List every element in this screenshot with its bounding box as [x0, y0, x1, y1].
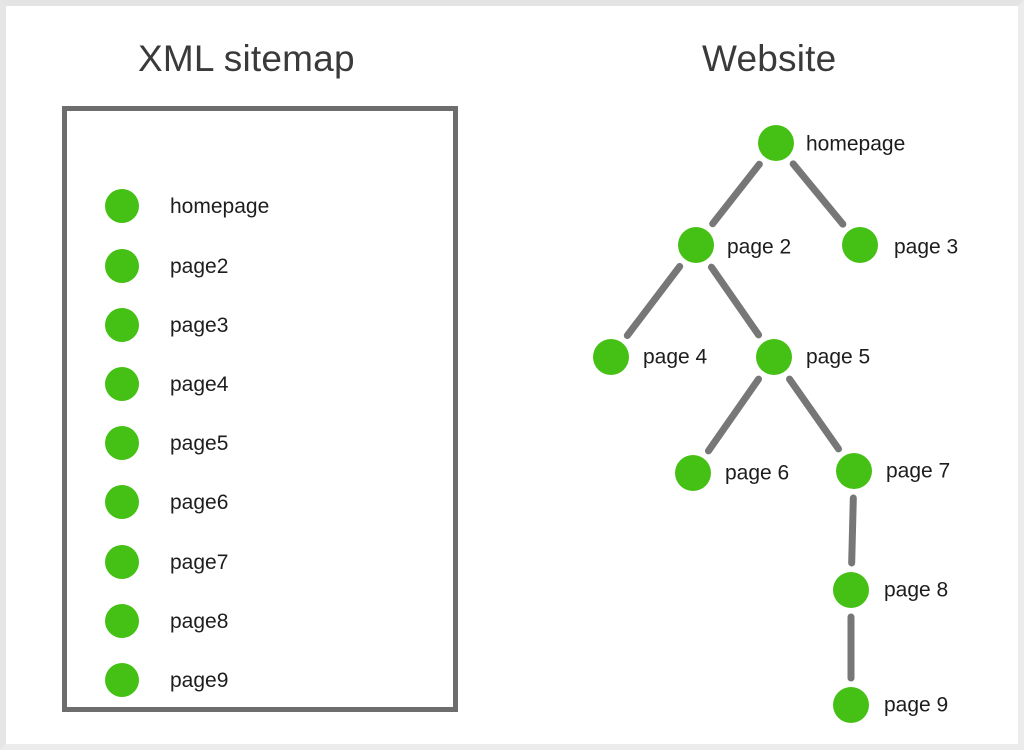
tree-node-label-page8: page 8 [884, 578, 949, 602]
green-dot-icon [105, 545, 139, 579]
green-dot-icon [105, 663, 139, 697]
tree-edge-page2-to-page4 [623, 263, 684, 339]
tree-node-page8[interactable] [833, 572, 869, 608]
sitemap-list-item[interactable]: page3 [105, 308, 228, 342]
sitemap-item-label: homepage [170, 194, 270, 218]
sitemap-list-item[interactable]: page4 [105, 367, 228, 401]
sitemap-list-item[interactable]: page7 [105, 545, 228, 579]
sitemap-item-label: page9 [170, 668, 229, 692]
tree-node-page3[interactable] [842, 227, 878, 263]
xml-sitemap-box: homepage page2 page3 page4 page5 page6 page7 pa… [62, 106, 458, 712]
tree-node-page4[interactable] [593, 339, 629, 375]
sitemap-item-label: page2 [170, 254, 229, 278]
sitemap-list-item[interactable]: page5 [105, 426, 228, 460]
tree-edge-homepage-to-page2 [709, 160, 763, 228]
sitemap-list-item[interactable]: page8 [105, 604, 228, 638]
sitemap-list-item[interactable]: page6 [105, 485, 228, 519]
sitemap-item-label: page3 [170, 313, 229, 337]
tree-node-page2[interactable] [678, 227, 714, 263]
sitemap-list-item[interactable]: page9 [105, 663, 228, 697]
xml-sitemap-list: homepage page2 page3 page4 page5 page6 page7 pa… [67, 111, 453, 707]
green-dot-icon [105, 604, 139, 638]
tree-node-label-page4: page 4 [643, 345, 708, 369]
green-dot-icon [105, 249, 139, 283]
green-dot-icon [105, 189, 139, 223]
tree-node-page7[interactable] [836, 453, 872, 489]
tree-node-label-page5: page 5 [806, 345, 871, 369]
sitemap-item-label: page5 [170, 431, 229, 455]
sitemap-item-label: page7 [170, 550, 229, 574]
tree-edge-page5-to-page6 [704, 375, 763, 455]
green-dot-icon [105, 485, 139, 519]
tree-node-label-page9: page 9 [884, 693, 949, 717]
sitemap-item-label: page8 [170, 609, 229, 633]
tree-node-label-homepage: homepage [806, 132, 906, 156]
sitemap-item-label: page4 [170, 372, 229, 396]
tree-edge-homepage-to-page3 [789, 160, 847, 228]
sitemap-list-item[interactable]: homepage [105, 189, 269, 223]
sitemap-list-item[interactable]: page2 [105, 249, 228, 283]
tree-node-label-page6: page 6 [725, 461, 790, 485]
tree-node-label-page3: page 3 [894, 235, 959, 259]
tree-node-page6[interactable] [675, 455, 711, 491]
green-dot-icon [105, 308, 139, 342]
xml-sitemap-title: XML sitemap [138, 38, 355, 79]
sitemap-item-label: page6 [170, 490, 229, 514]
tree-node-page9[interactable] [833, 687, 869, 723]
tree-node-label-page7: page 7 [886, 459, 951, 483]
tree-node-label-page2: page 2 [727, 235, 792, 259]
tree-edge-page2-to-page5 [707, 263, 763, 339]
tree-edge-page7-to-page8 [848, 494, 857, 567]
green-dot-icon [105, 426, 139, 460]
tree-edge-page5-to-page7 [786, 375, 842, 453]
tree-node-homepage[interactable] [758, 125, 794, 161]
tree-node-page5[interactable] [756, 339, 792, 375]
website-title: Website [702, 38, 837, 79]
green-dot-icon [105, 367, 139, 401]
